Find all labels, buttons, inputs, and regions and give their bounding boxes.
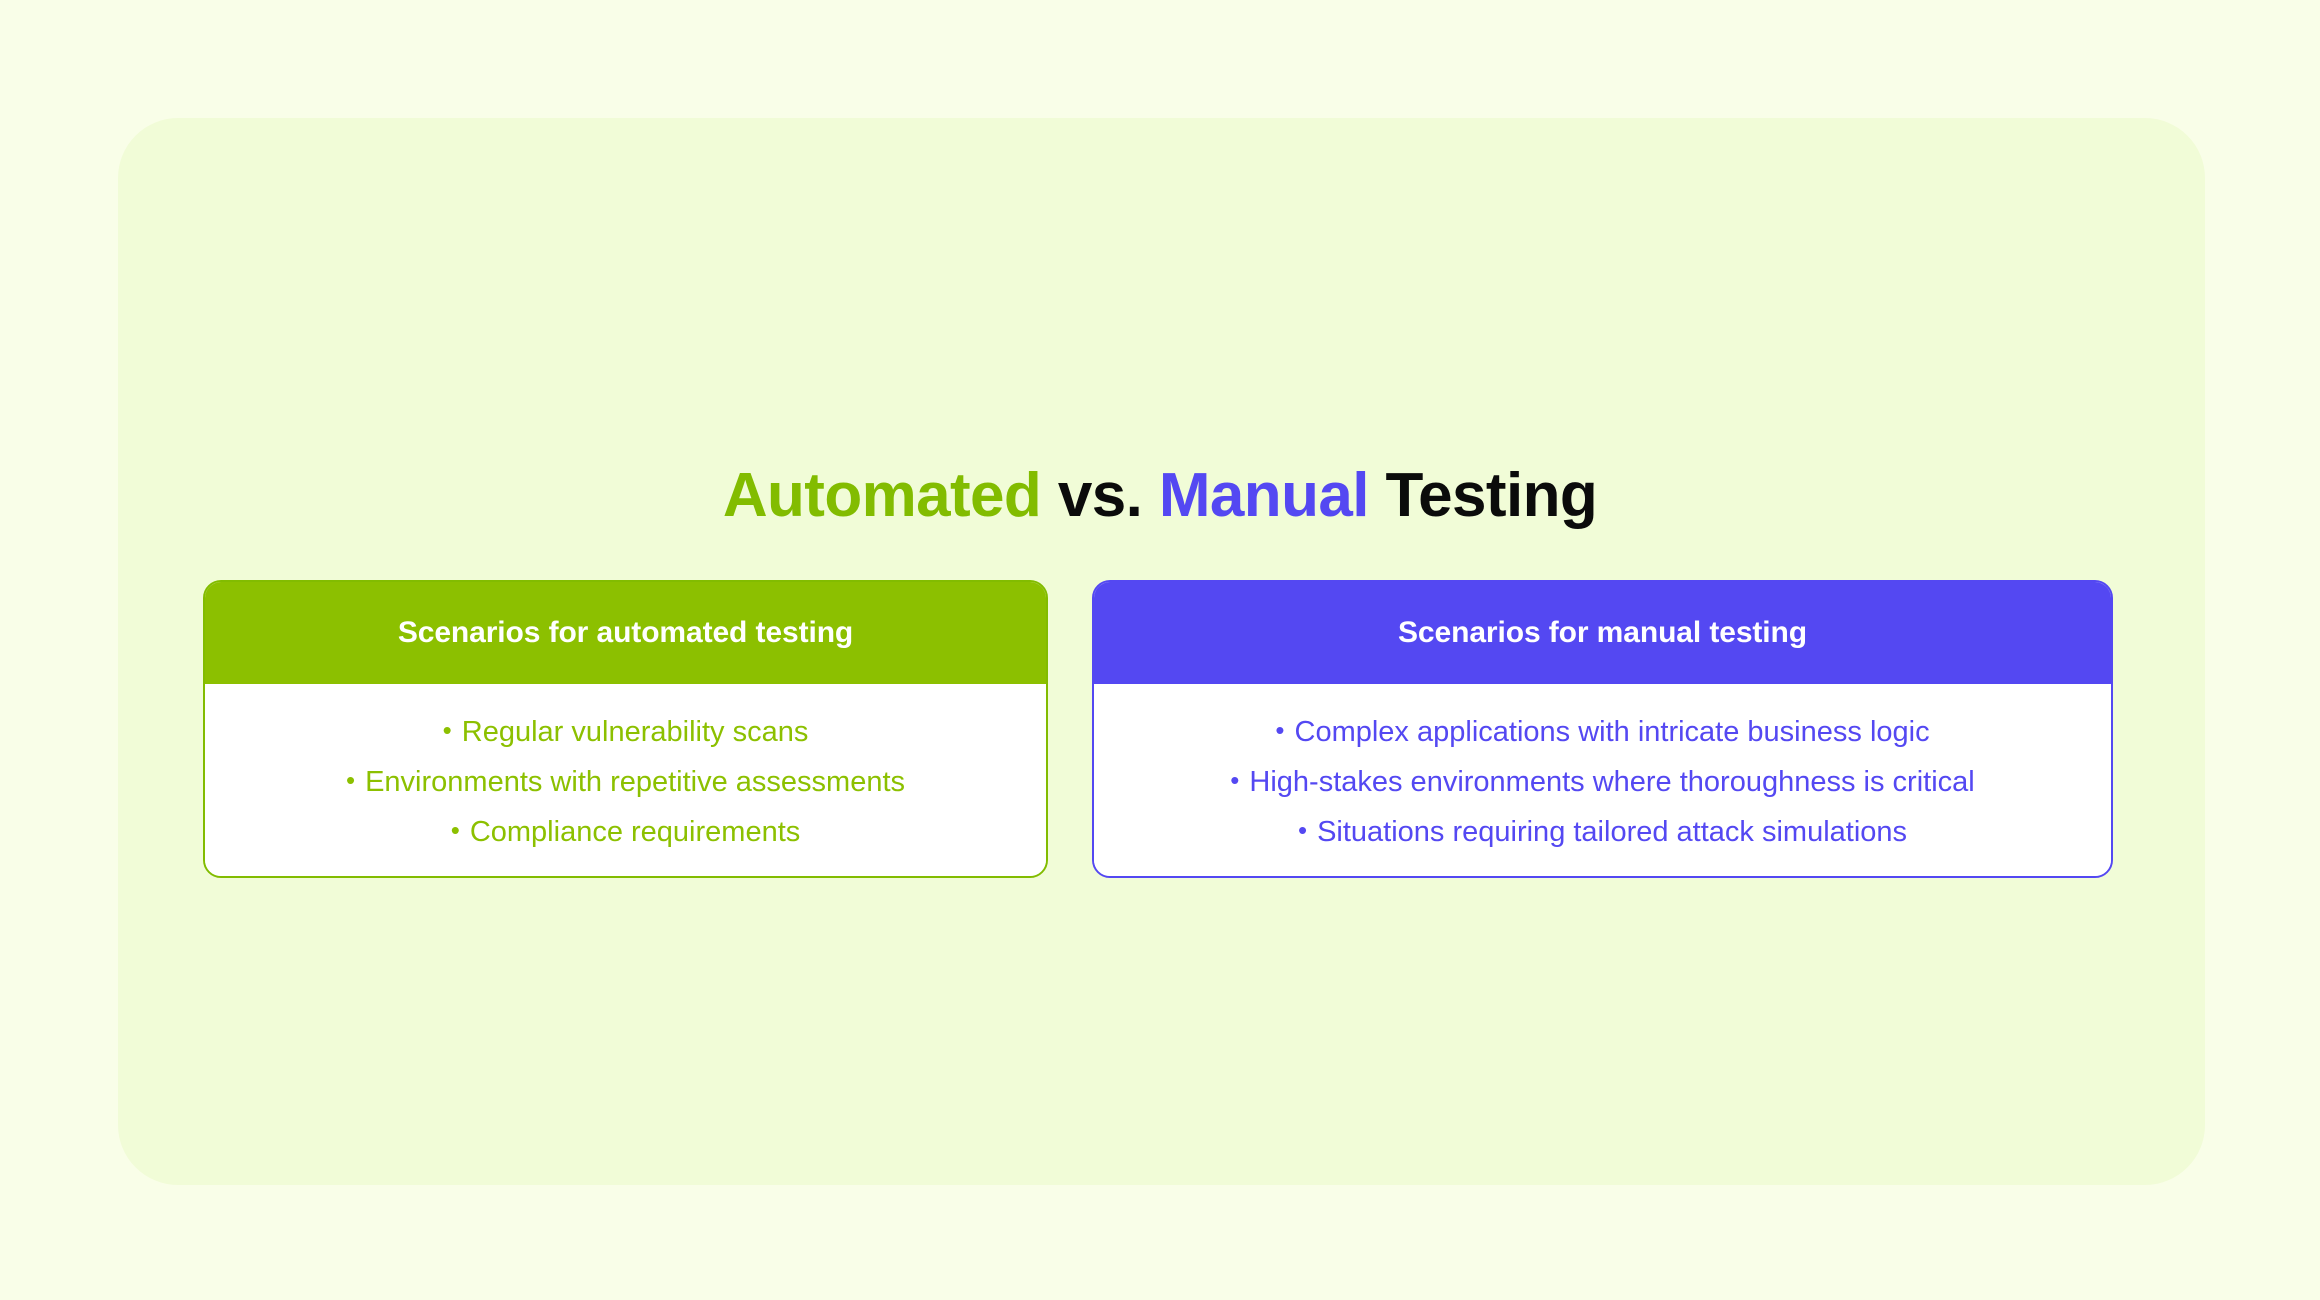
card-manual-header: Scenarios for manual testing	[1094, 582, 2111, 684]
list-item-label: Complex applications with intricate busi…	[1294, 716, 1930, 748]
title-space-3	[1369, 461, 1386, 530]
list-item: • Situations requiring tailored attack si…	[1112, 806, 2093, 856]
list-item-label: High-stakes environments where thoroughn…	[1249, 766, 1975, 798]
title-space-1	[1041, 461, 1058, 530]
card-automated-body: • Regular vulnerability scans • Environmen…	[205, 684, 1046, 876]
card-manual-testing: Scenarios for manual testing • Complex ap…	[1092, 580, 2113, 878]
card-automated-header: Scenarios for automated testing	[205, 582, 1046, 684]
comparison-cards-row: Scenarios for automated testing • Regular…	[203, 580, 2113, 878]
list-item: • Complex applications with intricate bus…	[1112, 706, 2093, 756]
bullet-dot-icon: •	[1297, 815, 1308, 845]
manual-scenarios-list: • Complex applications with intricate bus…	[1112, 706, 2093, 856]
bullet-dot-icon: •	[1275, 715, 1285, 745]
title-word-vs: vs.	[1057, 460, 1143, 530]
bullet-dot-icon: •	[442, 715, 452, 745]
automated-scenarios-list: • Regular vulnerability scans • Environmen…	[223, 706, 1028, 856]
bullet-dot-icon: •	[345, 765, 356, 795]
list-item-label: Situations requiring tailored attack sim…	[1317, 816, 1908, 848]
list-item: • Regular vulnerability scans	[223, 706, 1028, 756]
list-item-label: Regular vulnerability scans	[461, 716, 809, 748]
card-automated-testing: Scenarios for automated testing • Regular…	[203, 580, 1048, 878]
list-item: • Compliance requirements	[223, 806, 1028, 856]
bullet-dot-icon: •	[450, 815, 460, 845]
list-item: • High-stakes environments where thorough…	[1112, 756, 2093, 806]
title-word-testing: Testing	[1385, 460, 1598, 530]
list-item-label: Compliance requirements	[469, 816, 801, 848]
title-word-manual: Manual	[1158, 460, 1370, 530]
card-manual-body: • Complex applications with intricate bus…	[1094, 684, 2111, 876]
list-item: • Environments with repetitive assessment…	[223, 756, 1028, 806]
title-space-2	[1142, 461, 1159, 530]
page-title: Automated vs. Manual Testing	[0, 460, 2320, 530]
list-item-label: Environments with repetitive assessments	[365, 766, 906, 798]
bullet-dot-icon: •	[1230, 765, 1240, 795]
title-word-automated: Automated	[722, 460, 1042, 530]
